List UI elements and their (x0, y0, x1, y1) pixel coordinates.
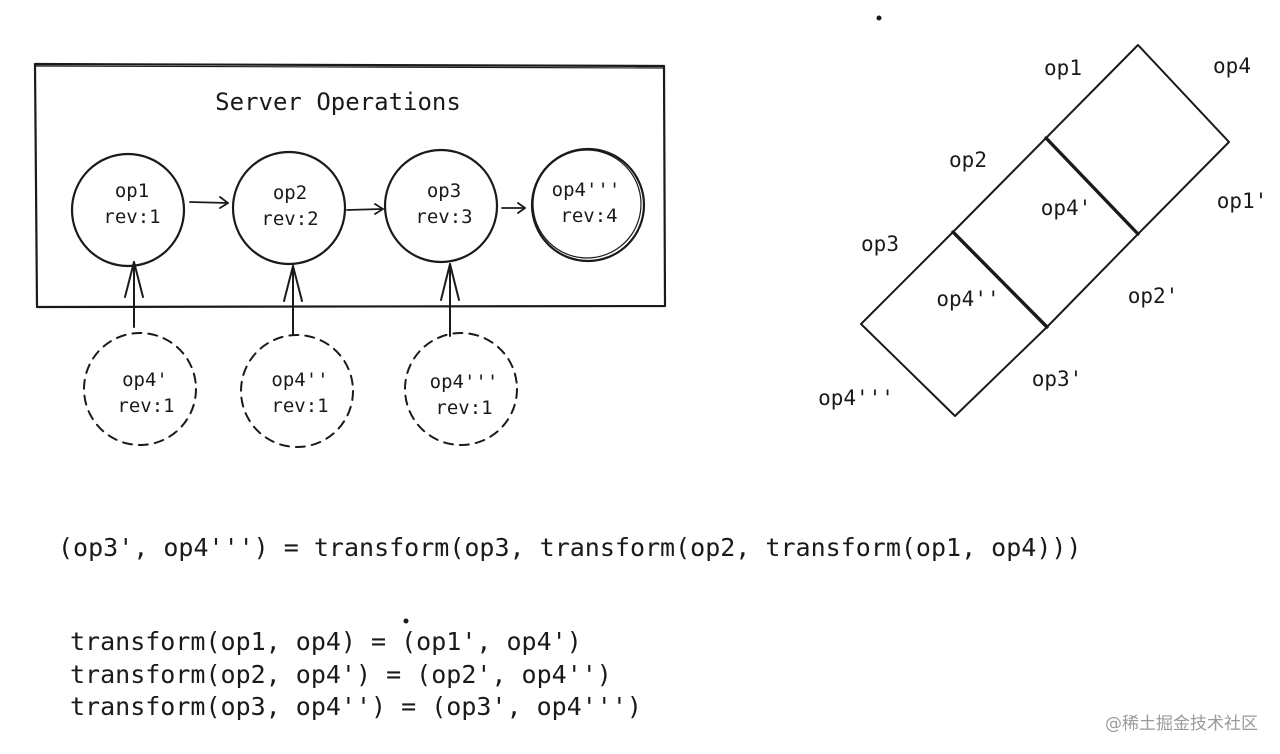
server-op-rev: rev:4 (560, 205, 617, 227)
edge-label-op1-prime: op1' (1217, 189, 1268, 213)
client-op-node: op4''' rev:1 (404, 332, 518, 446)
client-op-node: op4' rev:1 (83, 332, 197, 446)
server-operations-box: Server Operations (33, 62, 667, 309)
server-op-label: op2 (273, 182, 307, 204)
client-op-node: op4'' rev:1 (240, 334, 354, 448)
watermark: @稀土掘金技术社区 (1105, 714, 1258, 734)
server-op-node: op3 rev:3 (383, 148, 499, 264)
edge-label-op3: op3 (861, 232, 899, 256)
server-op-label: op4''' (552, 179, 621, 201)
server-op-rev: rev:3 (415, 206, 472, 228)
server-op-label: op3 (427, 180, 461, 202)
server-op-node: op2 rev:2 (231, 150, 347, 266)
stray-dot (876, 15, 882, 21)
edge-label-op2-prime: op2' (1128, 284, 1179, 308)
transform-diamond (860, 44, 1230, 417)
edge-label-op2: op2 (949, 148, 987, 172)
formula-lines: transform(op1, op4) = (op1', op4') trans… (70, 627, 642, 721)
client-op-rev: rev:1 (435, 397, 492, 419)
formula-line: transform(op2, op4') = (op2', op4'') (70, 660, 612, 689)
edge-label-op4-triple-prime: op4''' (818, 386, 894, 410)
server-op-rev: rev:2 (261, 208, 318, 230)
edge-label-op3-prime: op3' (1032, 367, 1083, 391)
server-sequence-arrow (346, 203, 384, 215)
formula-line: transform(op3, op4'') = (op3', op4''') (70, 692, 642, 721)
server-op-label: op1 (115, 180, 149, 202)
server-box-title: Server Operations (215, 88, 461, 116)
client-submit-arrow (440, 263, 460, 337)
transform-diamond-labels: op1 op4 op2 op4' op1' op3 op4'' op2' op3… (818, 54, 1267, 410)
server-sequence-arrow (501, 202, 526, 214)
stray-dot (403, 618, 409, 624)
client-op-label: op4' (122, 369, 168, 391)
edge-label-op4-prime: op4' (1041, 196, 1092, 220)
client-op-label: op4'' (271, 369, 328, 391)
edge-label-op4: op4 (1213, 54, 1251, 78)
edge-label-op4-double-prime: op4'' (936, 287, 999, 311)
client-op-rev: rev:1 (117, 395, 174, 417)
client-op-rev: rev:1 (271, 395, 328, 417)
server-op-node: op1 rev:1 (70, 152, 186, 268)
client-submit-arrow (124, 261, 144, 328)
client-op-label: op4''' (430, 371, 499, 393)
edge-label-op1: op1 (1044, 56, 1082, 80)
client-submit-arrow (283, 265, 303, 336)
formula-main: (op3', op4''') = transform(op3, transfor… (58, 533, 1082, 562)
server-sequence-arrow (189, 196, 229, 209)
formula-line: transform(op1, op4) = (op1', op4') (70, 627, 582, 656)
server-op-node: op4''' rev:4 (530, 147, 646, 263)
server-op-rev: rev:1 (103, 206, 160, 228)
